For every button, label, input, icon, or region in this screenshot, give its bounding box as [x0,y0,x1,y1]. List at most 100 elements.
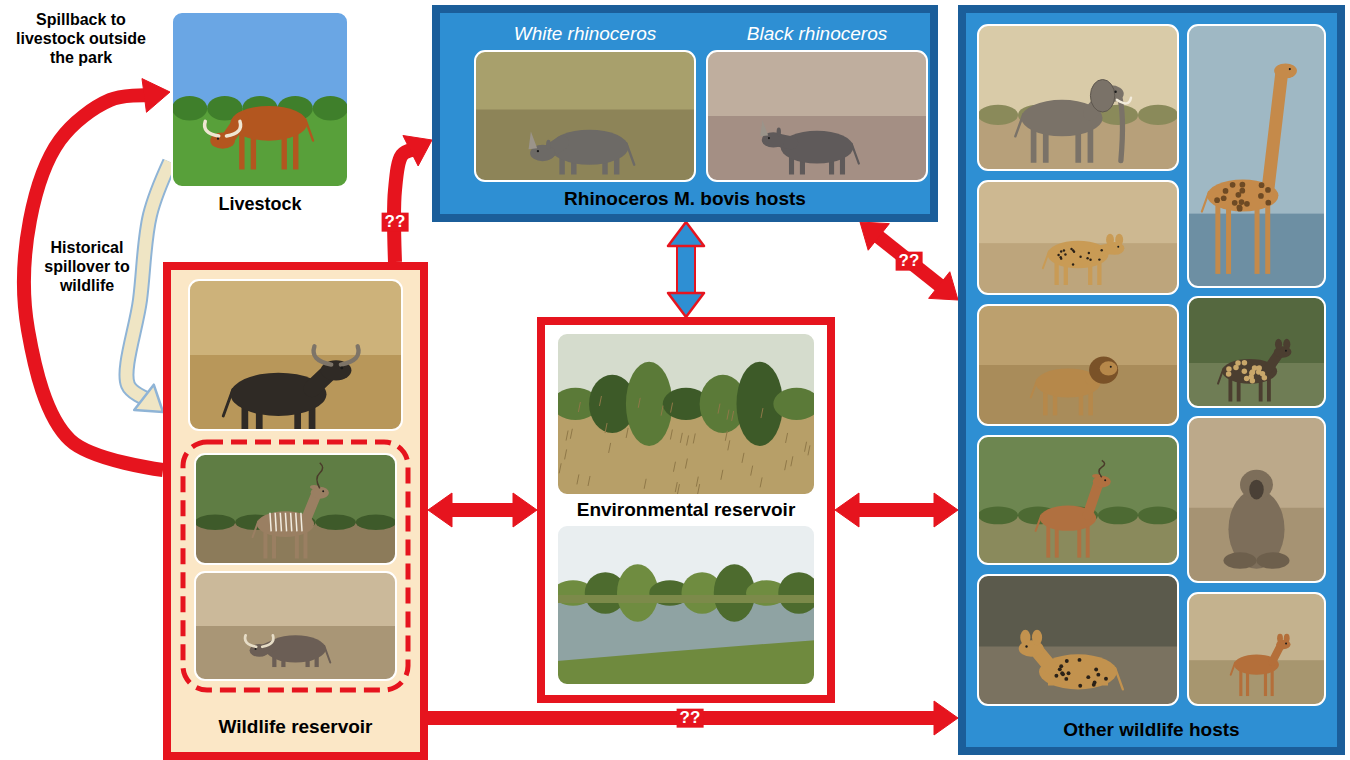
animal-spot [1098,258,1100,260]
animal-spot [1067,671,1071,675]
animal-tusk [1117,98,1131,104]
bush [978,105,1018,125]
photo-background [475,51,695,181]
arrow-head [860,222,889,250]
animal-leg [1257,552,1290,569]
transmission-arrow [668,222,704,317]
animal-ear [1092,474,1100,478]
animal-eye [1110,366,1112,368]
photo-ground [978,365,1178,425]
animal-spot [1221,195,1227,201]
grass-blade [685,459,687,469]
arrow-head [934,493,958,527]
arrow-head [134,385,163,412]
photo-frame [172,12,348,187]
animal-leg [1224,552,1257,569]
animal-horn [529,132,538,150]
rhino-host-panel: White rhinocerosBlack rhinocerosRhinocer… [432,5,938,222]
photo-ground [978,647,1178,706]
animal-photo [475,51,695,181]
transmission-arrow [835,493,958,527]
animal-eye [1114,90,1116,92]
animal-spot [1094,668,1098,672]
arrow-shaft [857,503,936,517]
animal-spot [1235,360,1241,366]
grass-blade [718,404,720,414]
animal-horn [317,463,323,489]
grass-blade [566,431,568,441]
grass-blade [577,474,579,484]
animal-horn [1099,460,1105,477]
animal-horn [314,346,332,364]
wildlife-host-panel: Other wildlife hosts [958,5,1345,755]
animal-photo [195,572,396,680]
grass-blade [671,403,673,413]
reservoir-panel: Wildlife reservoir [163,262,428,760]
animal-horn [341,346,359,364]
animal-spot [1086,675,1090,679]
animal-stripe [285,513,286,532]
transmission-arrow [428,493,537,527]
photo-background [978,25,1178,170]
photo-background [978,305,1178,425]
animal-spot [1239,199,1245,205]
animal-spot [1259,182,1265,188]
photo-frame [475,51,695,181]
animal-muzzle [1249,480,1264,500]
edge-label-holder: ?? [896,252,923,271]
photo-background [1188,297,1325,407]
animal-spot [1226,371,1232,377]
animal-ear [1106,234,1114,246]
animal-spot [1088,252,1090,254]
grass-blade [680,433,682,443]
photo-frame [557,525,815,685]
animal-spot [1060,257,1062,259]
grass-blade [638,398,640,408]
animal-ear [1283,339,1290,350]
grass-blade [693,433,695,443]
grass-blade [565,449,567,459]
grass-blade [786,433,788,443]
node-label: Rhinoceros M. bovis hosts [560,188,810,210]
grass-blade [675,482,677,492]
transmission-arrow [24,79,170,470]
animal-photo [557,333,815,495]
animal-head [1240,470,1273,500]
animal-photo [1188,593,1325,705]
edge-label-holder: Historical spillover to wildlife [44,238,130,296]
grass-blade [677,484,679,494]
grass-blade [661,406,663,416]
photo-layer [475,23,695,181]
animal-eye [768,137,770,139]
animal-photo [978,575,1178,705]
animal-spot [1063,249,1065,251]
photo-frame [978,436,1178,564]
photo-frame [978,575,1178,705]
photo-frame [1188,417,1325,582]
photo-background [707,51,927,181]
arrow-head [403,136,432,166]
arrow-shaft [877,236,941,287]
transmission-note: Spillback to livestock outside the park [5,10,157,68]
animal-ear [1275,339,1282,350]
photo-frame [707,51,927,181]
photo-frame [195,454,396,564]
grass-blade [751,466,753,476]
photo-background [1188,593,1325,705]
animal-eye [1117,246,1119,248]
unknown-route-mark: ?? [677,709,704,728]
photo-frame [1188,297,1325,407]
animal-eye [217,138,219,140]
animal-spot [1232,200,1238,206]
animal-ear [1090,80,1114,112]
photo-frame [978,25,1178,170]
animal-photo [1188,297,1325,407]
photo-background [557,525,815,685]
edge-label-holder: ?? [382,213,409,232]
animal-head [1100,361,1117,375]
bush [1138,506,1178,524]
photo-background [557,333,815,495]
grass-blade [761,408,763,418]
river-bank [557,595,815,603]
animal-stripe [301,513,302,532]
